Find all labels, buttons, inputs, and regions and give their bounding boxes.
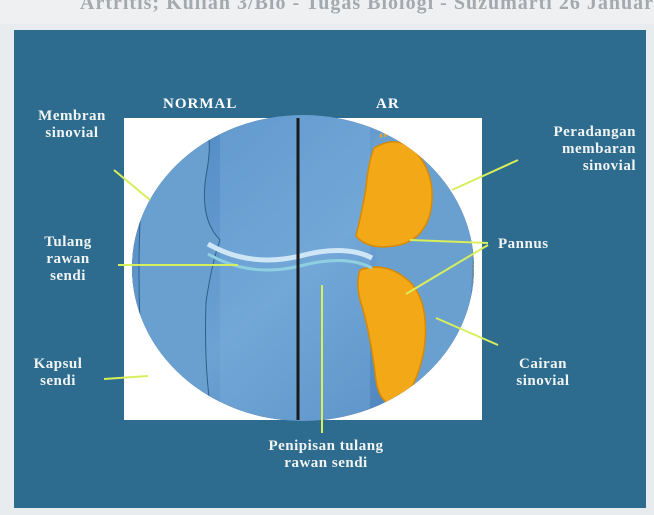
heading-normal: NORMAL xyxy=(163,96,237,113)
label-kapsul-sendi: Kapsul sendi xyxy=(18,356,98,390)
label-peradangan-membaran-sinovial: Peradangan membaran sinovial xyxy=(520,124,636,175)
label-membran-sinovial: Membran sinovial xyxy=(24,108,120,142)
label-tulang-rawan-sendi: Tulang rawan sendi xyxy=(20,234,116,285)
label-penipisan-tulang-rawan-sendi: Penipisan tulang rawan sendi xyxy=(236,438,416,472)
heading-ar: AR xyxy=(376,96,400,113)
label-pannus: Pannus xyxy=(498,236,578,253)
label-cairan-sinovial: Cairan sinovial xyxy=(498,356,588,390)
